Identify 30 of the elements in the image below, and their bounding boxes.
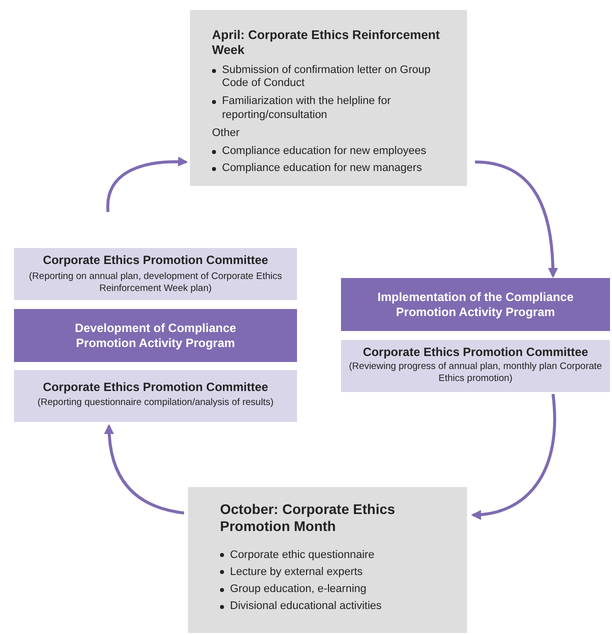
bullet-text: Compliance education for new employees [222,144,428,158]
description: (Reviewing progress of annual plan, monthly plan Corporate Ethics promotion) [348,361,603,384]
committee-box [14,248,297,300]
event-box [190,10,467,186]
bullet-text: Familiarization with the helpline for reporting/consultation [222,95,392,122]
subheading: Other [212,126,241,140]
program-box [341,278,610,331]
bullet-text: Group education, e-learning [230,582,368,596]
description: (Reporting questionnaire compilation/analysis of results) [36,397,275,409]
heading: Corporate Ethics Promotion Committee [42,253,270,268]
heading: Corporate Ethics Promotion Committee [42,380,270,394]
cycle-arrow [104,424,184,514]
committee-box [14,370,297,422]
heading: October: Corporate Ethics Promotion Month [220,501,396,535]
description: (Reporting on annual plan, development of Corporate Ethics Reinforcement Week plan) [28,271,283,294]
heading: Development of Compliance Promotion Activity Program [74,321,238,350]
committee-box [341,340,610,392]
cycle-arrow [474,160,558,278]
heading: April: Corporate Ethics Reinforcement Week [212,28,441,58]
cycle-arrow [471,394,556,520]
bullet-text: Lecture by external experts [230,566,364,579]
cycle-arrow [106,156,188,212]
event-box [188,487,467,633]
program-box [14,309,297,362]
bullet-text: Compliance education for new managers [222,162,423,176]
bullet-text: Corporate ethic questionnaire [230,548,376,562]
heading: Implementation of the Compliance Promotion Activity Program [376,290,575,319]
heading: Corporate Ethics Promotion Committee [362,345,590,360]
bullet-text: Divisional educational activities [230,600,383,614]
bullet-text: Submission of confirmation letter on Group Code of Conduct [222,64,432,90]
